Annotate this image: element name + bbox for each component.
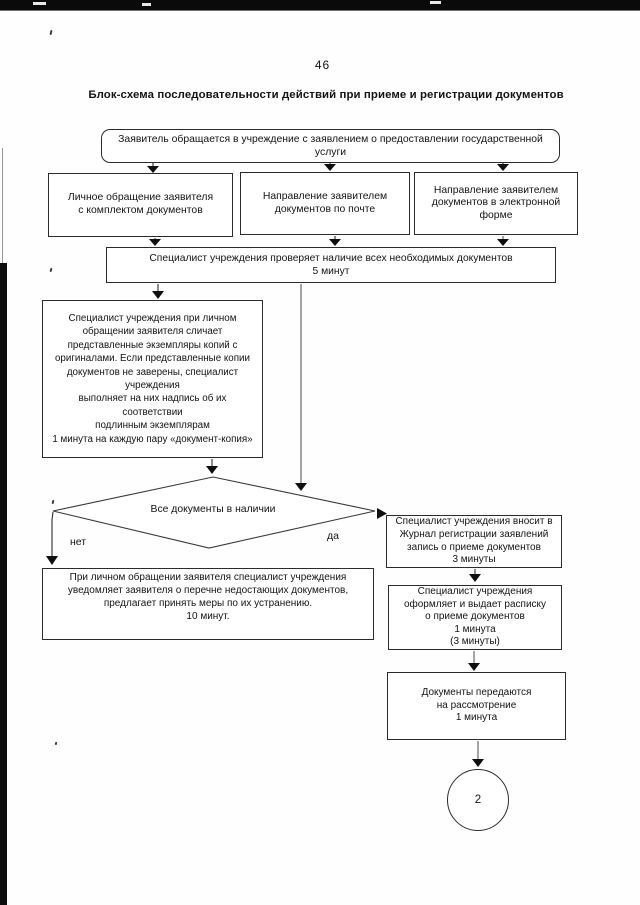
node-verify-documents: Специалист учреждения проверяет наличие … [106,247,556,283]
arrowhead-start-to-electronic [497,164,509,171]
arrowhead-verify-to-decision [295,483,307,491]
arrowhead-receipt-to-transfer [468,663,480,671]
arrowhead-start-to-personal [147,166,159,173]
arrowhead-mail-to-verify [329,239,341,246]
decision-all-documents-present: Все документы в наличии [150,504,276,515]
node-start: Заявитель обращается в учреждение с заяв… [101,129,560,163]
node-electronic-submission: Направление заявителем документов в элек… [414,172,578,235]
scan-notch [430,1,441,4]
page-title: Блок-схема последовательности действий п… [88,89,564,101]
node-transfer-for-review: Документы передаются на рассмотрение 1 м… [387,672,566,740]
node-register-journal: Специалист учреждения вносит в Журнал ре… [386,515,562,568]
scan-edge-top [0,0,640,11]
node-issue-receipt: Специалист учреждения оформляет и выдает… [388,585,562,650]
scan-speck [54,741,58,746]
arrowhead-no-to-notify [46,556,58,565]
scan-speck [49,29,53,36]
scan-speck [51,499,55,505]
node-notify-missing-documents: При личном обращении заявителя специалис… [42,568,374,640]
arrowhead-compare-to-decision [206,466,218,474]
page-number: 46 [314,58,331,72]
arrowhead-electronic-to-verify [497,239,509,246]
arrowhead-personal-to-verify [149,239,161,246]
node-mail-submission: Направление заявителем документов по поч… [240,172,410,235]
scan-notch [33,2,46,5]
arrowhead-start-to-mail [324,164,336,171]
decision-label-no: нет [70,536,87,548]
arrowhead-verify-to-compare [152,291,164,299]
arrowhead-register-to-receipt [469,574,481,582]
arrowhead-transfer-to-connector [472,759,484,767]
decision-label-yes: да [327,530,339,542]
scan-edge-left-hairline [2,148,3,265]
scan-notch [142,3,151,6]
node-compare-copies: Специалист учреждения при личном обращен… [42,300,263,458]
arrow-no-to-notify [51,511,54,557]
connector-circle-2: 2 [447,769,509,831]
node-personal-visit: Личное обращение заявителя с комплектом … [48,173,233,237]
scan-edge-left [0,263,7,905]
scan-speck [49,267,53,273]
